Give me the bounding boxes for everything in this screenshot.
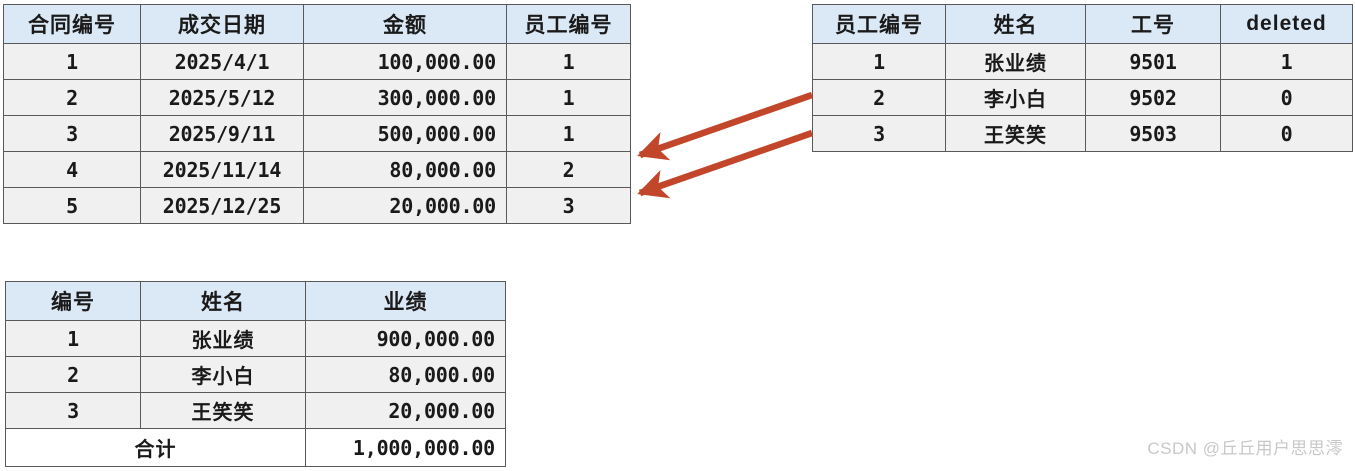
cell-amount: 20,000.00	[303, 187, 507, 224]
cell-job-number: 9503	[1085, 115, 1221, 152]
cell-contract-id: 1	[3, 43, 141, 80]
table-row: 3 2025/9/11 500,000.00 1	[3, 115, 631, 152]
table-row: 1 2025/4/1 100,000.00 1	[3, 43, 631, 80]
cell-employee-id: 2	[506, 151, 631, 188]
cell-employee-id: 1	[506, 115, 631, 152]
contracts-table: 合同编号 成交日期 金额 员工编号 1 2025/4/1 100,000.00 …	[3, 4, 631, 224]
cell-amount: 100,000.00	[303, 43, 507, 80]
table-row: 1 张业绩 900,000.00	[5, 320, 506, 357]
cell-amount: 500,000.00	[303, 115, 507, 152]
cell-employee-id: 3	[506, 187, 631, 224]
cell-id: 2	[5, 356, 141, 393]
cell-amount: 80,000.00	[303, 151, 507, 188]
cell-contract-id: 3	[3, 115, 141, 152]
column-header-job-number: 工号	[1085, 4, 1221, 44]
table-row: 2 2025/5/12 300,000.00 1	[3, 79, 631, 116]
cell-id: 3	[5, 392, 141, 429]
cell-deleted: 1	[1220, 43, 1353, 80]
cell-name: 李小白	[140, 356, 306, 393]
table-row: 3 王笑笑 20,000.00	[5, 392, 506, 429]
cell-employee-id: 3	[812, 115, 946, 152]
table-row: 1 张业绩 9501 1	[812, 43, 1353, 80]
cell-contract-id: 2	[3, 79, 141, 116]
arrow-employee-3-to-contract-5	[637, 129, 814, 199]
table-header-row: 编号 姓名 业绩	[5, 281, 506, 321]
cell-performance: 80,000.00	[305, 356, 506, 393]
table-row: 2 李小白 9502 0	[812, 79, 1353, 116]
column-header-contract-id: 合同编号	[3, 4, 141, 44]
table-row: 2 李小白 80,000.00	[5, 356, 506, 393]
cell-id: 1	[5, 320, 141, 357]
column-header-name: 姓名	[140, 281, 306, 321]
cell-deleted: 0	[1220, 115, 1353, 152]
column-header-performance: 业绩	[305, 281, 506, 321]
performance-summary-table: 编号 姓名 业绩 1 张业绩 900,000.00 2 李小白 80,000.0…	[5, 281, 506, 467]
cell-name: 王笑笑	[945, 115, 1086, 152]
cell-deal-date: 2025/4/1	[140, 43, 304, 80]
cell-name: 张业绩	[140, 320, 306, 357]
cell-deal-date: 2025/9/11	[140, 115, 304, 152]
column-header-id: 编号	[5, 281, 141, 321]
cell-employee-id: 2	[812, 79, 946, 116]
table-row: 4 2025/11/14 80,000.00 2	[3, 151, 631, 188]
column-header-deleted: deleted	[1220, 4, 1353, 44]
column-header-deal-date: 成交日期	[140, 4, 304, 44]
column-header-amount: 金额	[303, 4, 507, 44]
arrow-employee-2-to-contract-4	[637, 91, 814, 161]
cell-name: 张业绩	[945, 43, 1086, 80]
cell-employee-id: 1	[506, 43, 631, 80]
cell-deal-date: 2025/5/12	[140, 79, 304, 116]
cell-performance: 900,000.00	[305, 320, 506, 357]
cell-performance: 20,000.00	[305, 392, 506, 429]
cell-employee-id: 1	[506, 79, 631, 116]
cell-job-number: 9501	[1085, 43, 1221, 80]
cell-job-number: 9502	[1085, 79, 1221, 116]
cell-total-value: 1,000,000.00	[305, 428, 506, 467]
cell-contract-id: 5	[3, 187, 141, 224]
cell-name: 李小白	[945, 79, 1086, 116]
employees-table: 员工编号 姓名 工号 deleted 1 张业绩 9501 1 2 李小白 95…	[812, 4, 1353, 152]
table-row: 3 王笑笑 9503 0	[812, 115, 1353, 152]
cell-total-label: 合计	[5, 428, 306, 467]
column-header-name: 姓名	[945, 4, 1086, 44]
cell-amount: 300,000.00	[303, 79, 507, 116]
column-header-employee-id: 员工编号	[812, 4, 946, 44]
table-total-row: 合计 1,000,000.00	[5, 428, 506, 467]
watermark: CSDN @丘丘用户思思澪	[1147, 439, 1343, 458]
table-header-row: 员工编号 姓名 工号 deleted	[812, 4, 1353, 44]
table-row: 5 2025/12/25 20,000.00 3	[3, 187, 631, 224]
cell-name: 王笑笑	[140, 392, 306, 429]
cell-employee-id: 1	[812, 43, 946, 80]
table-header-row: 合同编号 成交日期 金额 员工编号	[3, 4, 631, 44]
column-header-employee-id: 员工编号	[506, 4, 631, 44]
cell-deal-date: 2025/12/25	[140, 187, 304, 224]
cell-deleted: 0	[1220, 79, 1353, 116]
cell-deal-date: 2025/11/14	[140, 151, 304, 188]
cell-contract-id: 4	[3, 151, 141, 188]
